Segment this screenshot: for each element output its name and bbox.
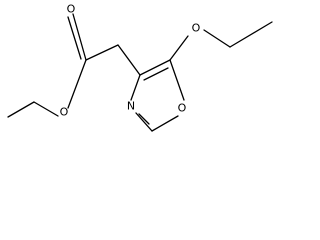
bond-ring-c2-n3-inner xyxy=(138,113,150,125)
molecule-diagram: O O O N O xyxy=(7,3,273,132)
atom-ring-nitrogen: N xyxy=(127,100,135,113)
bond-ch2-ring-c4 xyxy=(117,44,141,76)
bond-ethoxy-ch2-ch3 xyxy=(229,21,273,48)
bond-c5-ethoxy-o xyxy=(169,35,189,61)
bond-carbonyl-c-ch2 xyxy=(85,44,119,61)
bond-ring-c4-c5-inner xyxy=(143,67,169,81)
bond-ring-c4-c5 xyxy=(139,59,171,76)
atom-carbonyl-oxygen: O xyxy=(67,3,76,16)
bond-ester-ch3-ch2 xyxy=(7,101,35,118)
atom-ethoxy-oxygen: O xyxy=(192,22,201,35)
bond-carbonyl-double-1 xyxy=(72,13,87,61)
atom-ester-oxygen: O xyxy=(60,106,69,119)
bond-ring-c5-o1 xyxy=(169,59,185,101)
bond-ring-c2-n3 xyxy=(135,112,153,132)
atom-ring-oxygen: O xyxy=(178,102,187,115)
bond-ester-ch2-o xyxy=(33,101,59,117)
bond-carbonyl-double-2 xyxy=(67,16,82,60)
bond-ester-o-carbonyl-c xyxy=(67,59,87,109)
atom-label-layer: O O O N O xyxy=(60,3,201,119)
bond-ring-n3-c4 xyxy=(130,74,141,101)
bond-ethoxy-o-ch2 xyxy=(203,29,231,48)
bond-ring-o1-c2 xyxy=(151,115,179,132)
bond-layer xyxy=(7,13,273,132)
